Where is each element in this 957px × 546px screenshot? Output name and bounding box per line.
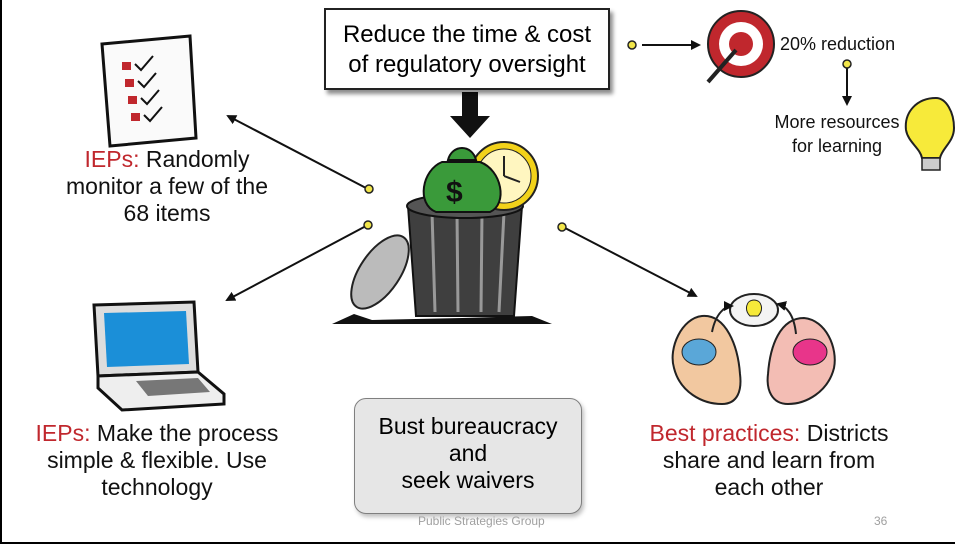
down-arrow	[450, 92, 490, 138]
lightbulb-icon	[904, 96, 955, 171]
trash-can-icon	[332, 193, 552, 324]
target-icon	[706, 10, 775, 84]
footer-org: Public Strategies Group	[418, 514, 545, 528]
best-practices-text: Best practices: Districts share and lear…	[614, 420, 924, 501]
iep-monitor-text-3: 68 items	[123, 200, 211, 226]
checklist-icon	[100, 34, 198, 148]
best-practices-text-2: share and learn from	[662, 447, 876, 473]
page-number: 36	[874, 514, 888, 528]
resources-label: More resources for learning	[752, 110, 922, 158]
iep-monitor-prefix: IEPs:	[84, 146, 140, 172]
resources-line-2: for learning	[791, 136, 883, 156]
iep-process-text-2: simple & flexible. Use	[47, 447, 267, 473]
heads-icon	[671, 293, 836, 406]
goal-line-1: Reduce the time & cost	[342, 21, 592, 48]
bust-bureaucracy-box: Bust bureaucracy and seek waivers	[354, 398, 582, 514]
iep-monitor-text: IEPs: Randomly monitor a few of the 68 i…	[22, 146, 312, 227]
iep-monitor-text-1: Randomly	[139, 146, 250, 172]
bust-line-3: seek waivers	[401, 467, 535, 493]
bust-line-1: Bust bureaucracy	[378, 413, 558, 439]
best-practices-text-3: each other	[714, 474, 824, 500]
laptop-icon	[92, 300, 226, 412]
iep-process-text-1: Make the process	[90, 420, 279, 446]
iep-process-prefix: IEPs:	[35, 420, 91, 446]
target-label: 20% reduction	[780, 34, 896, 54]
best-practices-prefix: Best practices:	[649, 420, 801, 446]
resources-line-1: More resources	[774, 112, 900, 132]
bust-line-2: and	[448, 440, 488, 466]
goal-line-2: of regulatory oversight	[348, 51, 586, 78]
iep-process-text-3: technology	[101, 474, 213, 500]
iep-process-text: IEPs: Make the process simple & flexible…	[2, 420, 312, 501]
iep-monitor-text-2: monitor a few of the	[66, 173, 268, 199]
money-bag-icon: $	[422, 147, 502, 213]
best-practices-text-1: Districts	[800, 420, 889, 446]
svg-text:$: $	[446, 176, 463, 209]
goal-box: Reduce the time & cost of regulatory ove…	[324, 8, 610, 90]
connector-dots	[363, 40, 852, 232]
connector-arrows	[225, 40, 852, 301]
